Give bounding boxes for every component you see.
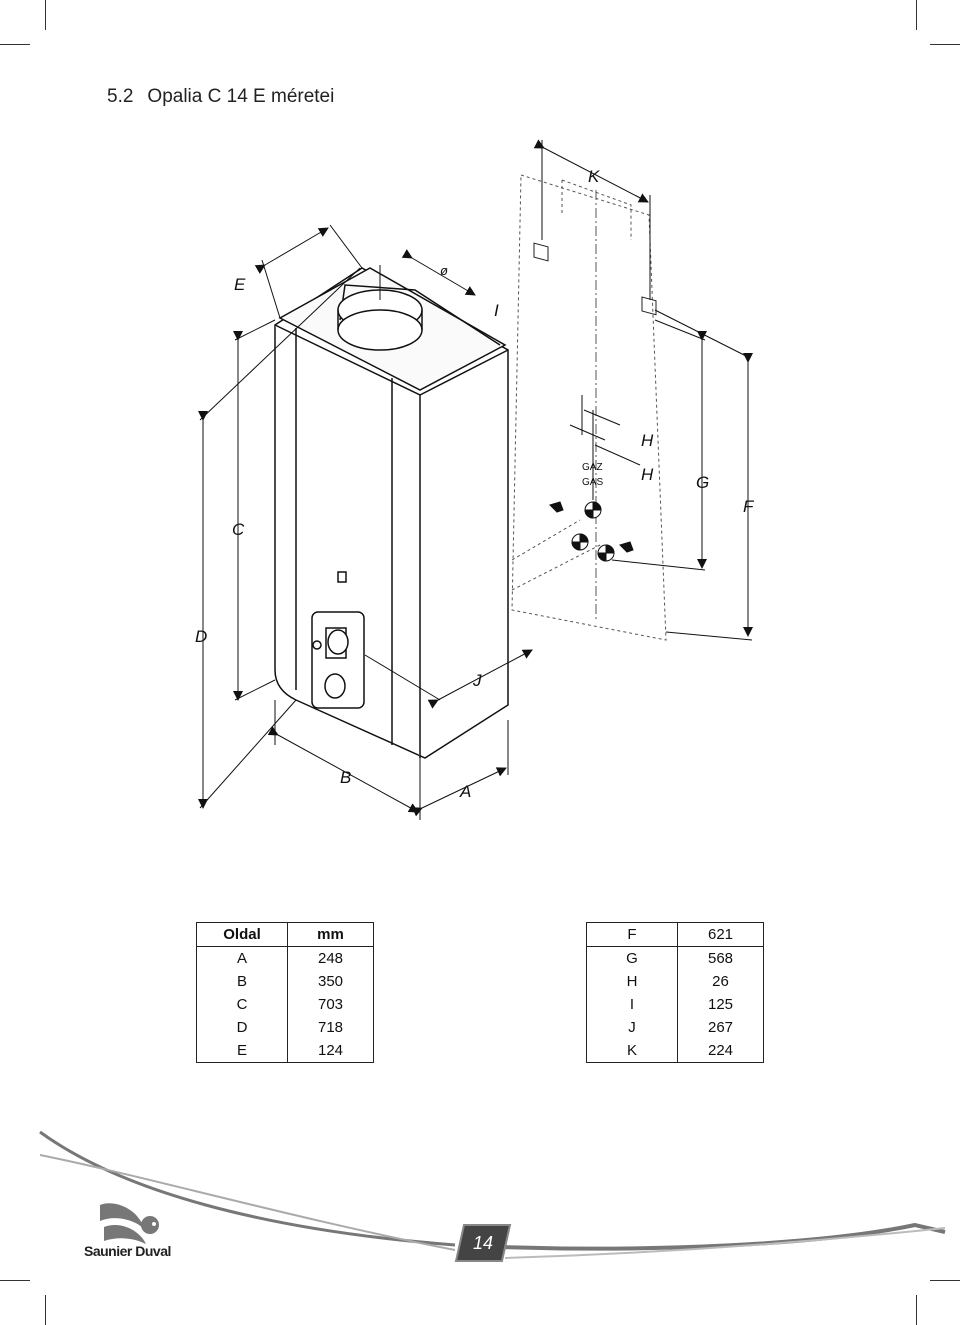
label-E: E — [234, 275, 246, 294]
side-cell: B — [196, 970, 288, 993]
column-header-side: Oldal — [196, 922, 288, 947]
side-cell: A — [196, 946, 288, 970]
section-heading: 5.2 Opalia C 14 E méretei — [107, 86, 334, 108]
side-cell: C — [196, 993, 288, 1016]
side-cell: E — [196, 1039, 288, 1063]
section-title: Opalia C 14 E méretei — [147, 86, 335, 107]
column-header-mm: mm — [287, 922, 374, 947]
footer-swoosh — [39, 1130, 946, 1259]
gas-label-gas: GAS — [582, 477, 603, 488]
value-cell: 568 — [677, 946, 764, 970]
crop-mark — [45, 1295, 46, 1325]
crop-mark — [916, 1295, 917, 1325]
brand-logo-icon — [100, 1203, 159, 1244]
label-K: K — [588, 167, 600, 186]
side-cell: G — [586, 946, 678, 970]
section-number: 5.2 — [107, 86, 134, 107]
value-cell: 621 — [677, 922, 764, 947]
label-C: C — [232, 520, 245, 539]
label-H-top: H — [641, 431, 654, 450]
label-I: I — [494, 301, 499, 320]
crop-mark — [930, 1280, 960, 1281]
side-cell: F — [586, 922, 678, 947]
side-cell: I — [586, 993, 678, 1016]
page-number-badge — [454, 1224, 512, 1262]
crop-mark — [0, 1280, 30, 1281]
value-cell: 224 — [677, 1039, 764, 1063]
heater-body — [274, 267, 509, 759]
crop-mark — [916, 0, 917, 30]
label-H-bottom: H — [641, 465, 654, 484]
value-cell: 703 — [287, 993, 374, 1016]
side-cell: J — [586, 1016, 678, 1039]
table-header-row: Oldal mm — [196, 922, 374, 947]
label-F: F — [743, 497, 755, 516]
pipe-connections — [549, 501, 634, 562]
value-cell: 124 — [287, 1039, 374, 1063]
brand-name: Saunier Duval — [84, 1243, 171, 1259]
label-phi: ø — [440, 263, 448, 278]
crop-mark — [930, 44, 960, 45]
dimension-diagram: E ø I K H H G F C D J B A GAZ GAS — [195, 139, 755, 820]
value-cell: 267 — [677, 1016, 764, 1039]
value-cell: 718 — [287, 1016, 374, 1039]
gas-label-gaz: GAZ — [582, 462, 603, 473]
label-D: D — [195, 627, 207, 646]
crop-mark — [45, 0, 46, 30]
side-cell: D — [196, 1016, 288, 1039]
value-cell: 350 — [287, 970, 374, 993]
value-cell: 26 — [677, 970, 764, 993]
side-cell: H — [586, 970, 678, 993]
label-G: G — [696, 473, 709, 492]
page-number: 14 — [472, 1233, 494, 1253]
label-J: J — [472, 671, 482, 690]
value-cell: 248 — [287, 946, 374, 970]
crop-mark — [0, 44, 30, 45]
label-B: B — [340, 768, 351, 787]
wall-template — [511, 174, 667, 641]
side-cell: K — [586, 1039, 678, 1063]
value-cell: 125 — [677, 993, 764, 1016]
label-A: A — [459, 782, 471, 801]
dimension-lines — [198, 139, 753, 820]
